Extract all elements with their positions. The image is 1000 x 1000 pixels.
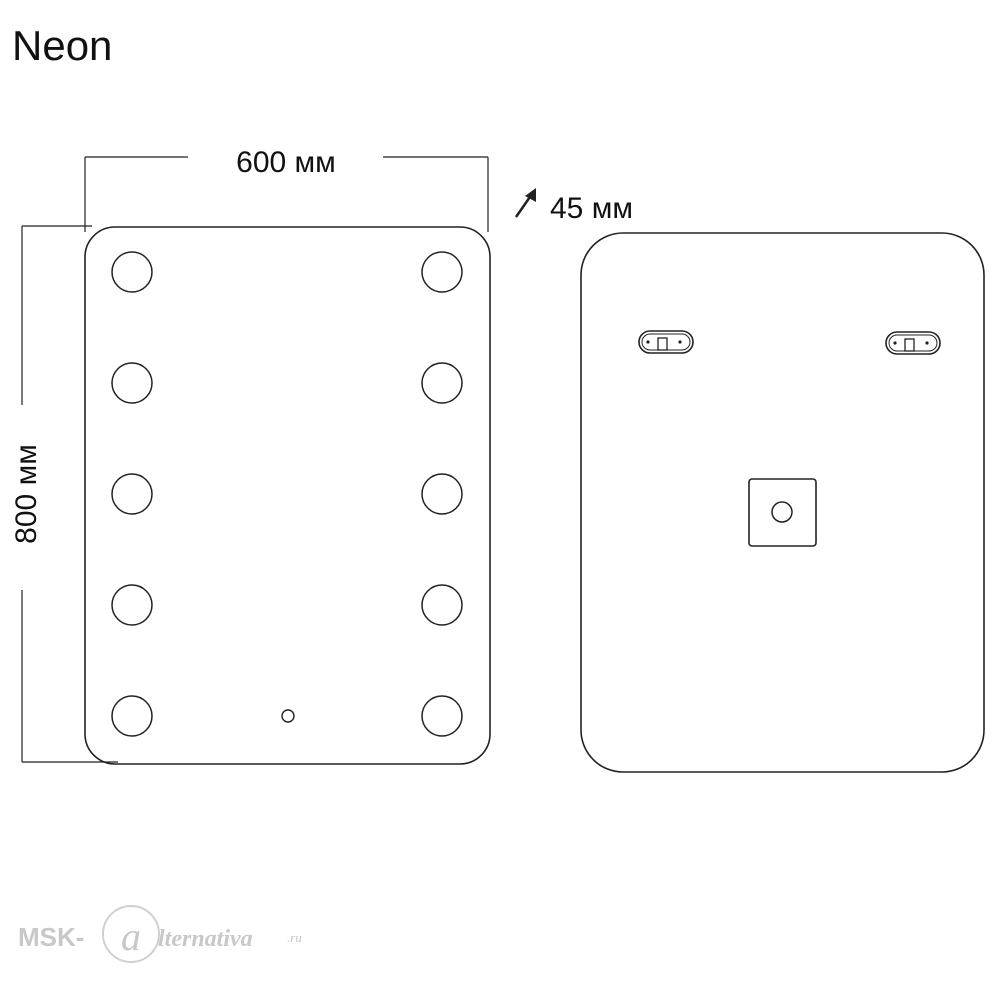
watermark-suffix: .ru: [287, 930, 302, 945]
watermark-left: MSK-: [18, 922, 84, 952]
bulb-icon: [111, 695, 153, 737]
bulb-icon: [421, 473, 463, 515]
bulb-icon: [421, 695, 463, 737]
bulb-icon: [111, 362, 153, 404]
touch-sensor-icon: [281, 709, 295, 723]
product-title: Neon: [12, 22, 113, 69]
front-view: [84, 226, 491, 765]
bulb-group: [111, 251, 463, 737]
switch-hole-icon: [771, 501, 793, 523]
width-dimension: 600 мм: [84, 146, 489, 232]
mounting-bracket-right: [885, 331, 941, 355]
watermark-at-icon: [102, 905, 160, 963]
bulb-icon: [111, 473, 153, 515]
mirror-front-outline: [84, 226, 491, 765]
depth-arrow-head: [525, 188, 536, 202]
bulb-icon: [111, 251, 153, 293]
width-label: 600 мм: [236, 146, 336, 179]
bulb-icon: [421, 584, 463, 626]
bulb-icon: [421, 251, 463, 293]
watermark-at-glyph: a: [121, 914, 141, 959]
depth-label: 45 мм: [550, 192, 633, 225]
bulb-icon: [421, 362, 463, 404]
height-label: 800 мм: [10, 444, 43, 544]
depth-dimension: 45 мм: [514, 188, 633, 225]
switch-box: [748, 478, 817, 547]
mirror-back-outline: [580, 232, 985, 773]
watermark: MSK- a lternativa .ru: [18, 905, 302, 963]
mounting-bracket-left: [638, 330, 694, 354]
watermark-right: lternativa: [158, 926, 253, 952]
bulb-icon: [111, 584, 153, 626]
back-view: [580, 232, 985, 773]
height-dimension: 800 мм: [10, 225, 118, 763]
